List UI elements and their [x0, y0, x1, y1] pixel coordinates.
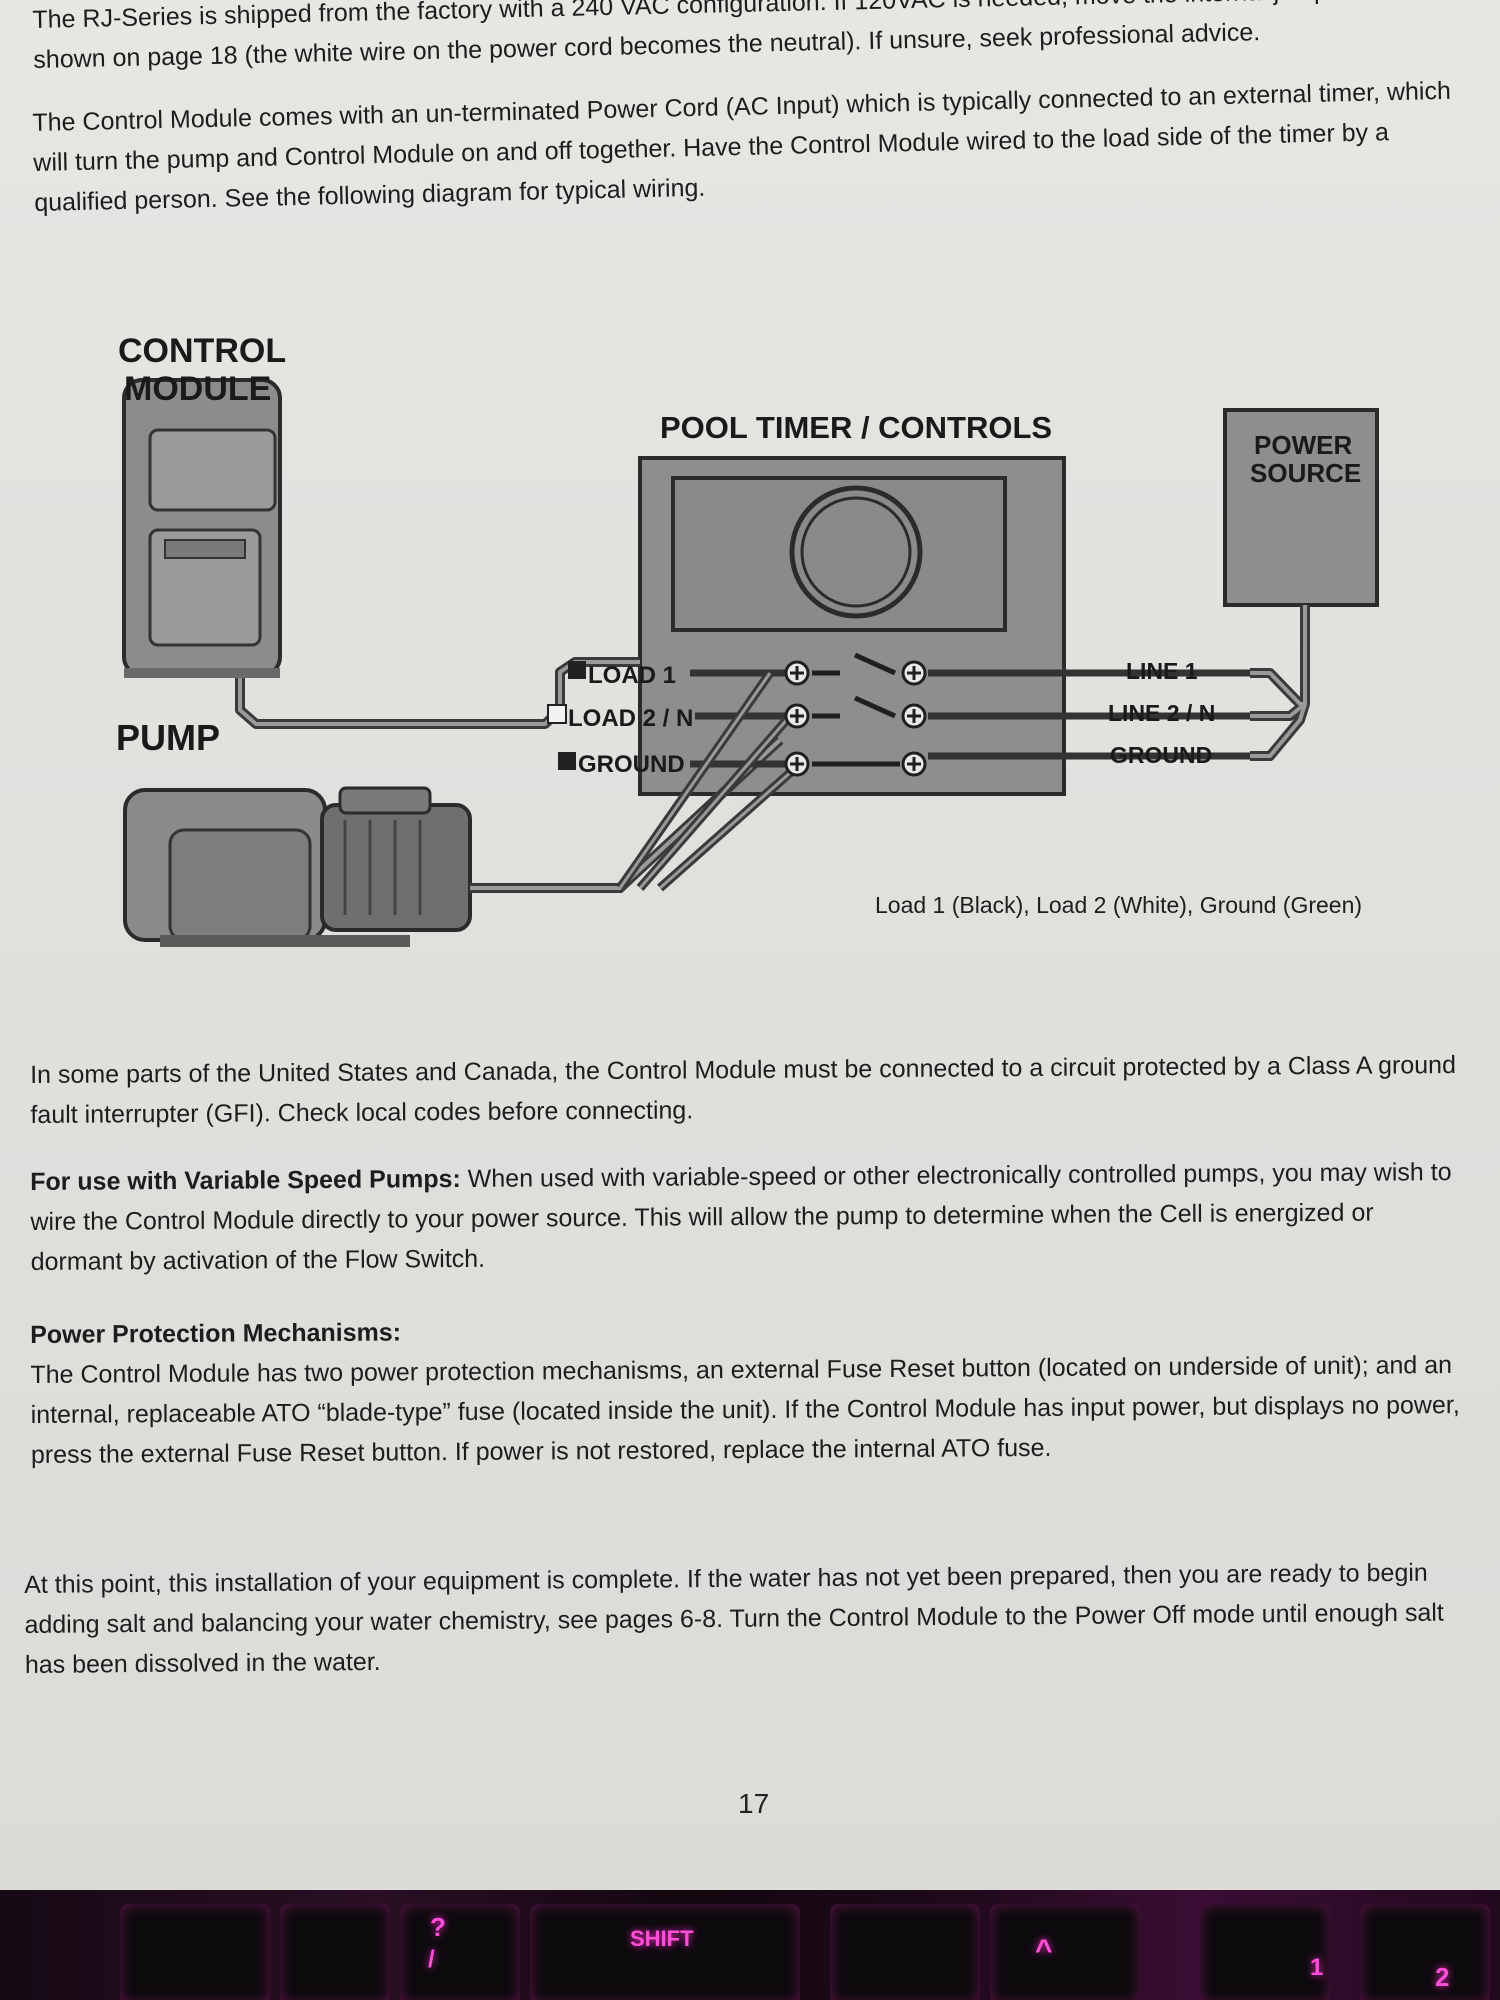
label-pump: PUMP — [116, 717, 220, 758]
label-line2: LINE 2 / N — [1108, 700, 1215, 726]
label-ground-right: GROUND — [1110, 742, 1212, 768]
key-2[interactable]: 2 — [1360, 1904, 1490, 2000]
paragraph-gfi: In some parts of the United States and C… — [30, 1051, 1457, 1129]
power-protection-heading: Power Protection Mechanisms: — [30, 1318, 402, 1349]
label-ground-left: GROUND — [578, 751, 685, 778]
label-module: MODULE — [124, 370, 271, 408]
label-line1: LINE 1 — [1126, 658, 1198, 684]
label-power: POWER — [1254, 430, 1352, 460]
key-question-label: ? — [430, 1912, 446, 1942]
timer-switch-contacts — [812, 652, 900, 767]
label-load2: LOAD 2 / N — [568, 705, 693, 732]
terminal-lines-right — [928, 669, 1250, 760]
key-2-label: 2 — [1435, 1962, 1450, 1992]
keyboard-key[interactable] — [120, 1904, 270, 2000]
pump-illustration — [123, 786, 472, 947]
wiring-diagram: CONTROL MODULE PUMP POOL TIMER / CONTROL… — [116, 332, 1379, 947]
paragraph-power-protection: Power Protection Mechanisms:The Control … — [30, 1305, 1471, 1475]
paragraph-power-cord: The Control Module comes with an un-term… — [32, 76, 1452, 217]
pool-timer-illustration — [638, 456, 1066, 796]
key-shift[interactable]: SHIFT — [530, 1904, 800, 2000]
key-question[interactable]: ? / — [400, 1904, 520, 2000]
manual-page: The RJ-Series is shipped from the factor… — [0, 0, 1500, 1890]
up-arrow-icon: ^ — [1035, 1934, 1053, 1967]
diagram-caption: Load 1 (Black), Load 2 (White), Ground (… — [875, 892, 1363, 918]
label-load1: LOAD 1 — [588, 662, 676, 689]
paragraph-installation-complete: At this point, this installation of your… — [24, 1558, 1444, 1679]
paragraph-voltage-config: The RJ-Series is shipped from the factor… — [32, 0, 1397, 74]
paragraph-variable-speed: For use with Variable Speed Pumps: When … — [30, 1152, 1471, 1282]
keyboard-key[interactable] — [280, 1904, 390, 2000]
label-pool-timer: POOL TIMER / CONTROLS — [660, 410, 1052, 445]
keyboard-strip: ? / SHIFT ^ 1 2 — [0, 1890, 1500, 2000]
key-1[interactable]: 1 — [1200, 1904, 1330, 2000]
page-number: 17 — [738, 1788, 770, 1819]
keyboard-key[interactable] — [830, 1904, 980, 2000]
key-slash-label: / — [428, 1946, 435, 1973]
label-control: CONTROL — [118, 332, 286, 370]
control-module-illustration — [122, 378, 282, 678]
variable-speed-heading: For use with Variable Speed Pumps: — [30, 1164, 461, 1196]
key-shift-label: SHIFT — [630, 1926, 694, 1951]
key-up-arrow[interactable]: ^ — [990, 1904, 1140, 2000]
key-1-label: 1 — [1310, 1954, 1324, 1981]
power-protection-body: The Control Module has two power protect… — [30, 1351, 1460, 1469]
label-source: SOURCE — [1250, 458, 1361, 488]
